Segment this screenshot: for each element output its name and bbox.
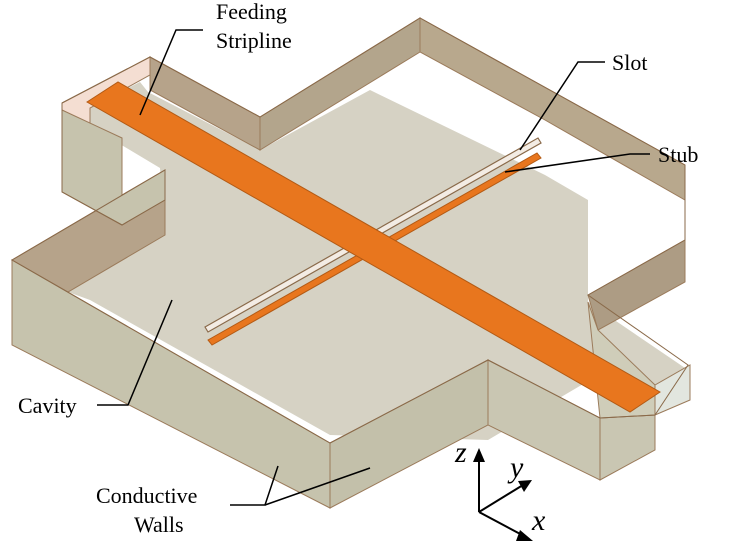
axis-z-label: z [454,436,467,469]
leader-cavity [97,299,173,406]
coordinate-axes [478,458,525,537]
label-walls-line1: Conductive [96,483,197,508]
label-feeding-line1: Feeding [216,0,287,24]
top-rim [11,17,689,444]
label-slot: Slot [612,50,647,75]
outer-wall-right-arm-bottom [599,414,656,481]
label-feeding-line2: Stripline [216,28,292,53]
leader-feeding [139,29,203,116]
x-arrowhead [516,530,533,541]
label-walls-line2: Walls [134,512,184,537]
feeding-stripline [86,81,661,413]
leader-slot [519,61,605,151]
label-stub: Stub [658,142,698,167]
axis-x-label: x [531,504,546,537]
leader-stub [504,153,650,173]
label-cavity: Cavity [18,393,77,418]
y-arrowhead [518,480,532,492]
z-arrowhead [473,448,485,462]
inner-wall-right-step [587,239,686,331]
leader-walls-2 [264,467,371,506]
axis-y-label: y [507,451,524,484]
